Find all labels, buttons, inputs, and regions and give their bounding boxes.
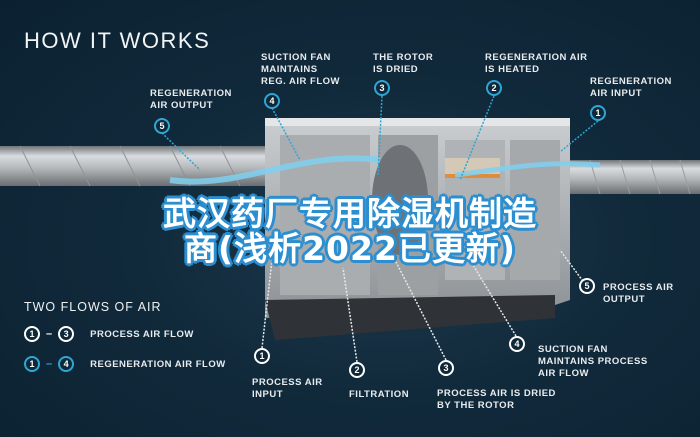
callout-rotor-dried-label: THE ROTOR IS DRIED	[373, 52, 434, 75]
callout-process-air-output-label: PROCESS AIR OUTPUT	[603, 282, 674, 305]
callout-suction-fan-process-label: SUCTION FAN MAINTAINS PROCESS AIR FLOW	[538, 344, 648, 379]
callout-process-2-badge: 2	[349, 362, 365, 378]
legend-dash: –	[46, 328, 53, 340]
callout-2-badge: 2	[486, 80, 502, 96]
callout-process-5-badge: 5	[579, 278, 595, 294]
callout-1-badge: 1	[590, 105, 606, 121]
callout-process-3-badge: 3	[438, 360, 454, 376]
callout-process-dried-label: PROCESS AIR IS DRIED BY THE ROTOR	[437, 388, 556, 411]
callout-regeneration-heated-label: REGENERATION AIR IS HEATED	[485, 52, 588, 75]
legend-dash: –	[46, 358, 53, 370]
overlay-headline-line2: 商(浅析2022已更新)	[183, 229, 516, 268]
legend-to-badge: 4	[58, 356, 75, 372]
callout-regeneration-air-output-label: REGENERATION AIR OUTPUT	[150, 88, 232, 111]
legend-label: REGENERATION AIR FLOW	[90, 358, 226, 370]
callout-4-badge: 4	[264, 93, 280, 109]
legend-from-badge: 1	[24, 356, 40, 372]
legend-to-badge: 3	[58, 326, 75, 342]
callout-filtration-label: FILTRATION	[349, 389, 410, 400]
legend-row-regeneration: 1 – 4 REGENERATION AIR FLOW	[24, 356, 226, 372]
overlay-headline-line1: 武汉药厂专用除湿机制造	[163, 194, 537, 233]
callout-regeneration-input-label: REGENERATION AIR INPUT	[590, 76, 672, 99]
callout-process-air-input-label: PROCESS AIR INPUT	[252, 377, 323, 400]
callout-5-badge: 5	[154, 118, 170, 134]
legend-label: PROCESS AIR FLOW	[90, 328, 194, 340]
callout-suction-fan-reg-label: SUCTION FAN MAINTAINS REG. AIR FLOW	[261, 52, 340, 87]
callout-3-badge: 3	[374, 80, 390, 96]
page-title: HOW IT WORKS	[24, 28, 211, 53]
callout-process-4-badge: 4	[509, 336, 525, 352]
legend-row-process: 1 – 3 PROCESS AIR FLOW	[24, 326, 194, 342]
legend-title: TWO FLOWS OF AIR	[24, 300, 162, 314]
legend-from-badge: 1	[24, 326, 40, 342]
callout-process-1-badge: 1	[254, 348, 270, 364]
